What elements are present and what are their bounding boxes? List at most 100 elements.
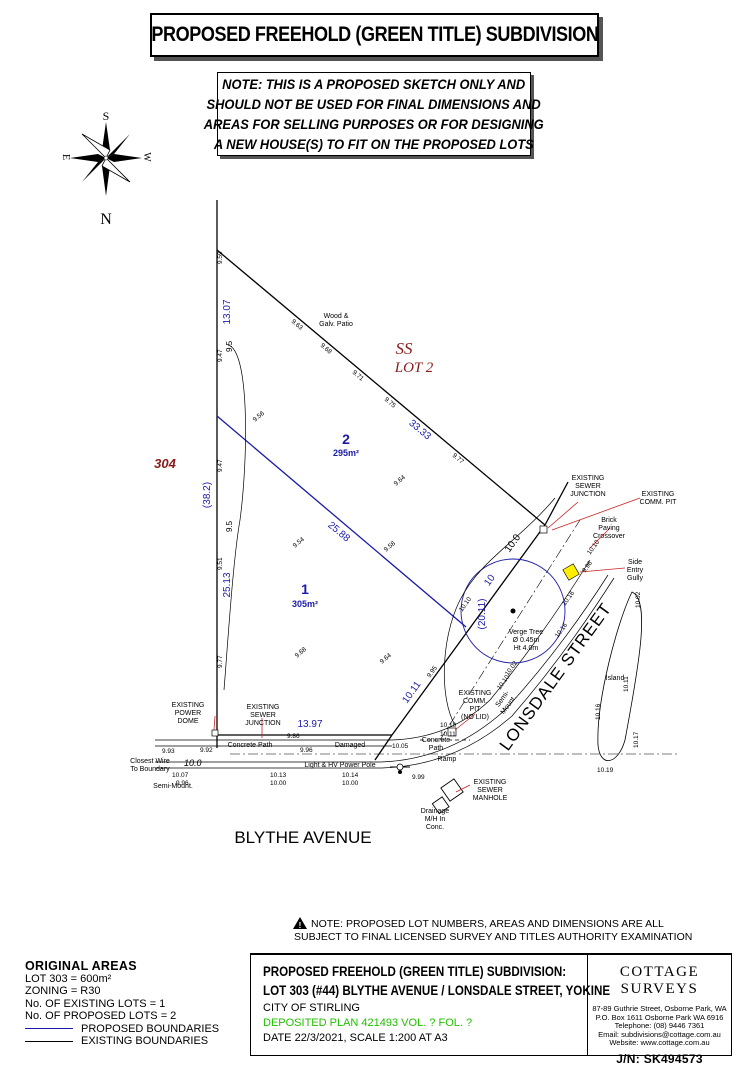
callout-text: Damaged: [335, 742, 365, 749]
callout-text: EXISTING: [642, 491, 675, 498]
callout-text: JUNCTION: [570, 491, 605, 498]
island-label: Island: [606, 675, 625, 682]
spot-level: 10.11: [440, 731, 456, 738]
survey-note-2: SUBJECT TO FINAL LICENSED SURVEY AND TIT…: [294, 931, 692, 944]
callout-text: JUNCTION: [245, 720, 280, 727]
spot-level: 9.96: [581, 560, 594, 575]
spot-level: 9.47: [217, 459, 224, 472]
existing-boundary: [216, 200, 569, 761]
proposed-boundary: [216, 415, 467, 628]
callout-text: Paving: [598, 525, 620, 532]
callout-text: SEWER: [250, 712, 276, 719]
company-panel: COTTAGE SURVEYS 87-89 Guthrie Street, Os…: [588, 955, 731, 1066]
spot-level: 9.64: [393, 474, 407, 488]
spot-level: 9.99: [412, 774, 425, 781]
lot1-number: 1: [301, 581, 309, 597]
spot-level: 10.16: [561, 590, 576, 608]
spot-level: 10.17: [633, 731, 640, 748]
company-address: Telephone: (08) 9446 7361: [614, 1021, 705, 1031]
note-line: A NEW HOUSE(S) TO FIT ON THE PROPOSED LO…: [214, 136, 534, 152]
spot-level: 10.11: [623, 676, 630, 692]
dim: 10.11: [400, 679, 423, 705]
callout-text: Gully: [627, 575, 643, 582]
callout-text: Brick: [601, 517, 617, 524]
spot-level: 10.16: [595, 703, 602, 720]
company-address: 87-89 Guthrie Street, Osborne Park, WA: [592, 1004, 727, 1013]
callout-text: Concrete Path: [228, 742, 273, 749]
street-name-blythe: BLYTHE AVENUE: [234, 828, 371, 847]
dim: 33.33: [406, 418, 433, 443]
callout-text: EXISTING: [459, 690, 492, 697]
callout-text: Conc.: [426, 824, 444, 831]
company-address: Website: www.cottage.com.au: [609, 1038, 710, 1048]
callout-text: EXISTING: [172, 702, 205, 709]
spot-level: 9.51: [217, 557, 224, 570]
patio-label: Wood &: [324, 313, 349, 320]
legend-proposed-line: [25, 1028, 73, 1030]
spot-level: 10.19: [597, 767, 614, 774]
dim: 13.07: [222, 299, 233, 324]
callout-text: MANHOLE: [473, 795, 508, 802]
contour-label: 9.5: [225, 340, 234, 352]
traffic-island: [597, 591, 643, 762]
spot-level: 9.68: [319, 342, 333, 356]
title-block-deposited: DEPOSITED PLAN 421493 VOL. ? FOL. ?: [263, 1017, 473, 1029]
callout-text: EXISTING: [474, 779, 507, 786]
spot-levels: 9.59 9.63 9.68 9.71 9.75 9.77 9.47 9.47 …: [162, 251, 642, 787]
side-entry-gully-icon: [562, 563, 580, 581]
spot-level: 10.05: [392, 743, 409, 750]
spot-level: 9.59: [217, 251, 224, 264]
callout-text: SEWER: [477, 787, 503, 794]
title-block-date: DATE 22/3/2021, SCALE 1:200 AT A3: [263, 1032, 448, 1044]
callout-text: POWER: [175, 710, 201, 717]
note-line: SHOULD NOT BE USED FOR FINAL DIMENSIONS …: [206, 96, 542, 112]
disclaimer-note: NOTE: THIS IS A PROPOSED SKETCH ONLY AND…: [204, 72, 544, 156]
spot-level: 9.56: [252, 410, 266, 424]
dim: 25.13: [222, 572, 233, 597]
original-area-line: LOT 303 = 600m²: [25, 972, 112, 985]
light-pole-icon: [390, 763, 410, 774]
neighbour-lot: 304: [154, 456, 176, 471]
legend-existing-label: EXISTING BOUNDARIES: [81, 1035, 209, 1047]
spot-level: 9.71: [351, 369, 365, 383]
original-area-line: ZONING = R30: [25, 985, 101, 997]
compass-w: W: [141, 152, 152, 162]
callout-leaders: [213, 497, 641, 793]
warning-icon-mark: !: [299, 921, 302, 930]
spot-level: 9.64: [379, 652, 393, 666]
survey-note-line: NOTE: PROPOSED LOT NUMBERS, AREAS AND DI…: [311, 918, 664, 930]
warning-icon: [293, 917, 307, 929]
spot-level: 10.02: [635, 591, 642, 608]
dim: 25.88: [325, 520, 352, 545]
original-area-line: No. OF EXISTING LOTS = 1: [25, 997, 166, 1010]
spot-level: 9.54: [292, 536, 306, 550]
callout-text: Entry: [627, 567, 644, 574]
dimension-labels: 13.07 (38.2) 25.13 33.33 25.88 10.11 13.…: [202, 299, 523, 730]
power-dome-icon: [211, 729, 219, 737]
spot-level: 10.0: [184, 758, 202, 768]
legend-proposed-label: PROPOSED BOUNDARIES: [81, 1022, 220, 1035]
title-block-line1: PROPOSED FREEHOLD (GREEN TITLE) SUBDIVIS…: [263, 964, 567, 979]
callout-text: Crossover: [593, 533, 626, 540]
comm-pit-icon: [447, 727, 457, 737]
spot-level: 10.07: [172, 772, 189, 779]
title-block: PROPOSED FREEHOLD (GREEN TITLE) SUBDIVIS…: [250, 953, 732, 1066]
callout-text: COMM.: [463, 698, 487, 705]
lot2-area: 295m²: [333, 448, 359, 458]
company-address: P.O. Box 1611 Osborne Park WA 6916: [595, 1012, 724, 1022]
callout-text: (NO LID): [461, 714, 489, 721]
spot-level: 9.96: [176, 780, 189, 787]
callout-text: SEWER: [575, 483, 601, 490]
callout-text: PIT: [470, 706, 482, 713]
centreline: [439, 519, 581, 741]
dim: (38.2): [202, 482, 213, 508]
spot-level: 9.77: [451, 452, 465, 466]
callout-text: EXISTING: [572, 475, 605, 482]
callout-text: EXISTING: [247, 704, 280, 711]
spot-level: 9.96: [300, 747, 313, 754]
spot-level: 10.13: [270, 772, 287, 779]
callout-text: Semi-Mount.: [153, 783, 193, 790]
callout-text: Ramp: [438, 756, 457, 763]
spot-level: 9.63: [290, 318, 304, 332]
spot-level: 10.10: [440, 722, 457, 729]
